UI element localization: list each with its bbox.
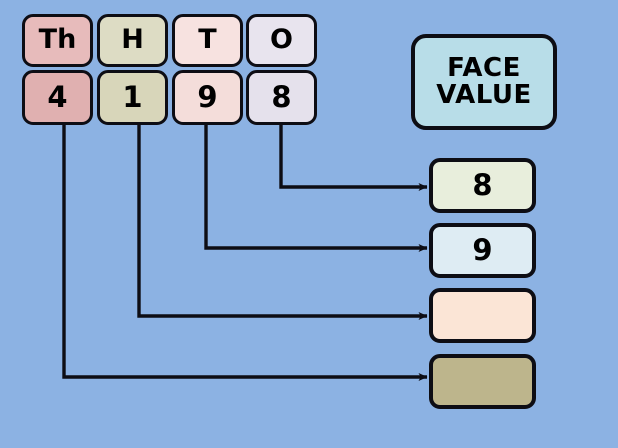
- place-label-tens: T: [172, 14, 243, 67]
- face-value-header: FACE VALUE: [411, 34, 557, 130]
- place-digit-tens: 9: [172, 70, 243, 125]
- place-digit-thousands: 4: [22, 70, 93, 125]
- place-label-hundreds-text: H: [121, 24, 144, 56]
- face-value-result-2: 9: [429, 223, 536, 278]
- face-value-result-3: [429, 288, 536, 343]
- connector-line-4: [62, 124, 428, 381]
- place-label-hundreds: H: [97, 14, 168, 67]
- place-label-thousands-text: Th: [38, 24, 77, 56]
- place-label-thousands: Th: [22, 14, 93, 67]
- face-value-result-1-text: 8: [472, 168, 493, 203]
- place-digit-thousands-text: 4: [47, 80, 68, 115]
- connector-line-8: [279, 124, 428, 191]
- place-digit-hundreds-text: 1: [122, 80, 143, 115]
- place-digit-ones-text: 8: [271, 80, 292, 115]
- connector-line-9: [204, 124, 428, 252]
- place-label-ones: O: [246, 14, 317, 67]
- face-value-result-2-text: 9: [472, 233, 493, 268]
- face-value-result-4: [429, 354, 536, 409]
- place-digit-tens-text: 9: [197, 80, 218, 115]
- face-value-header-line1: FACE: [447, 52, 521, 83]
- face-value-result-1: 8: [429, 158, 536, 213]
- face-value-header-line2: VALUE: [436, 80, 532, 110]
- place-digit-ones: 8: [246, 70, 317, 125]
- place-label-tens-text: T: [198, 24, 217, 56]
- connector-line-1: [137, 124, 428, 320]
- place-digit-hundreds: 1: [97, 70, 168, 125]
- place-label-ones-text: O: [270, 24, 293, 56]
